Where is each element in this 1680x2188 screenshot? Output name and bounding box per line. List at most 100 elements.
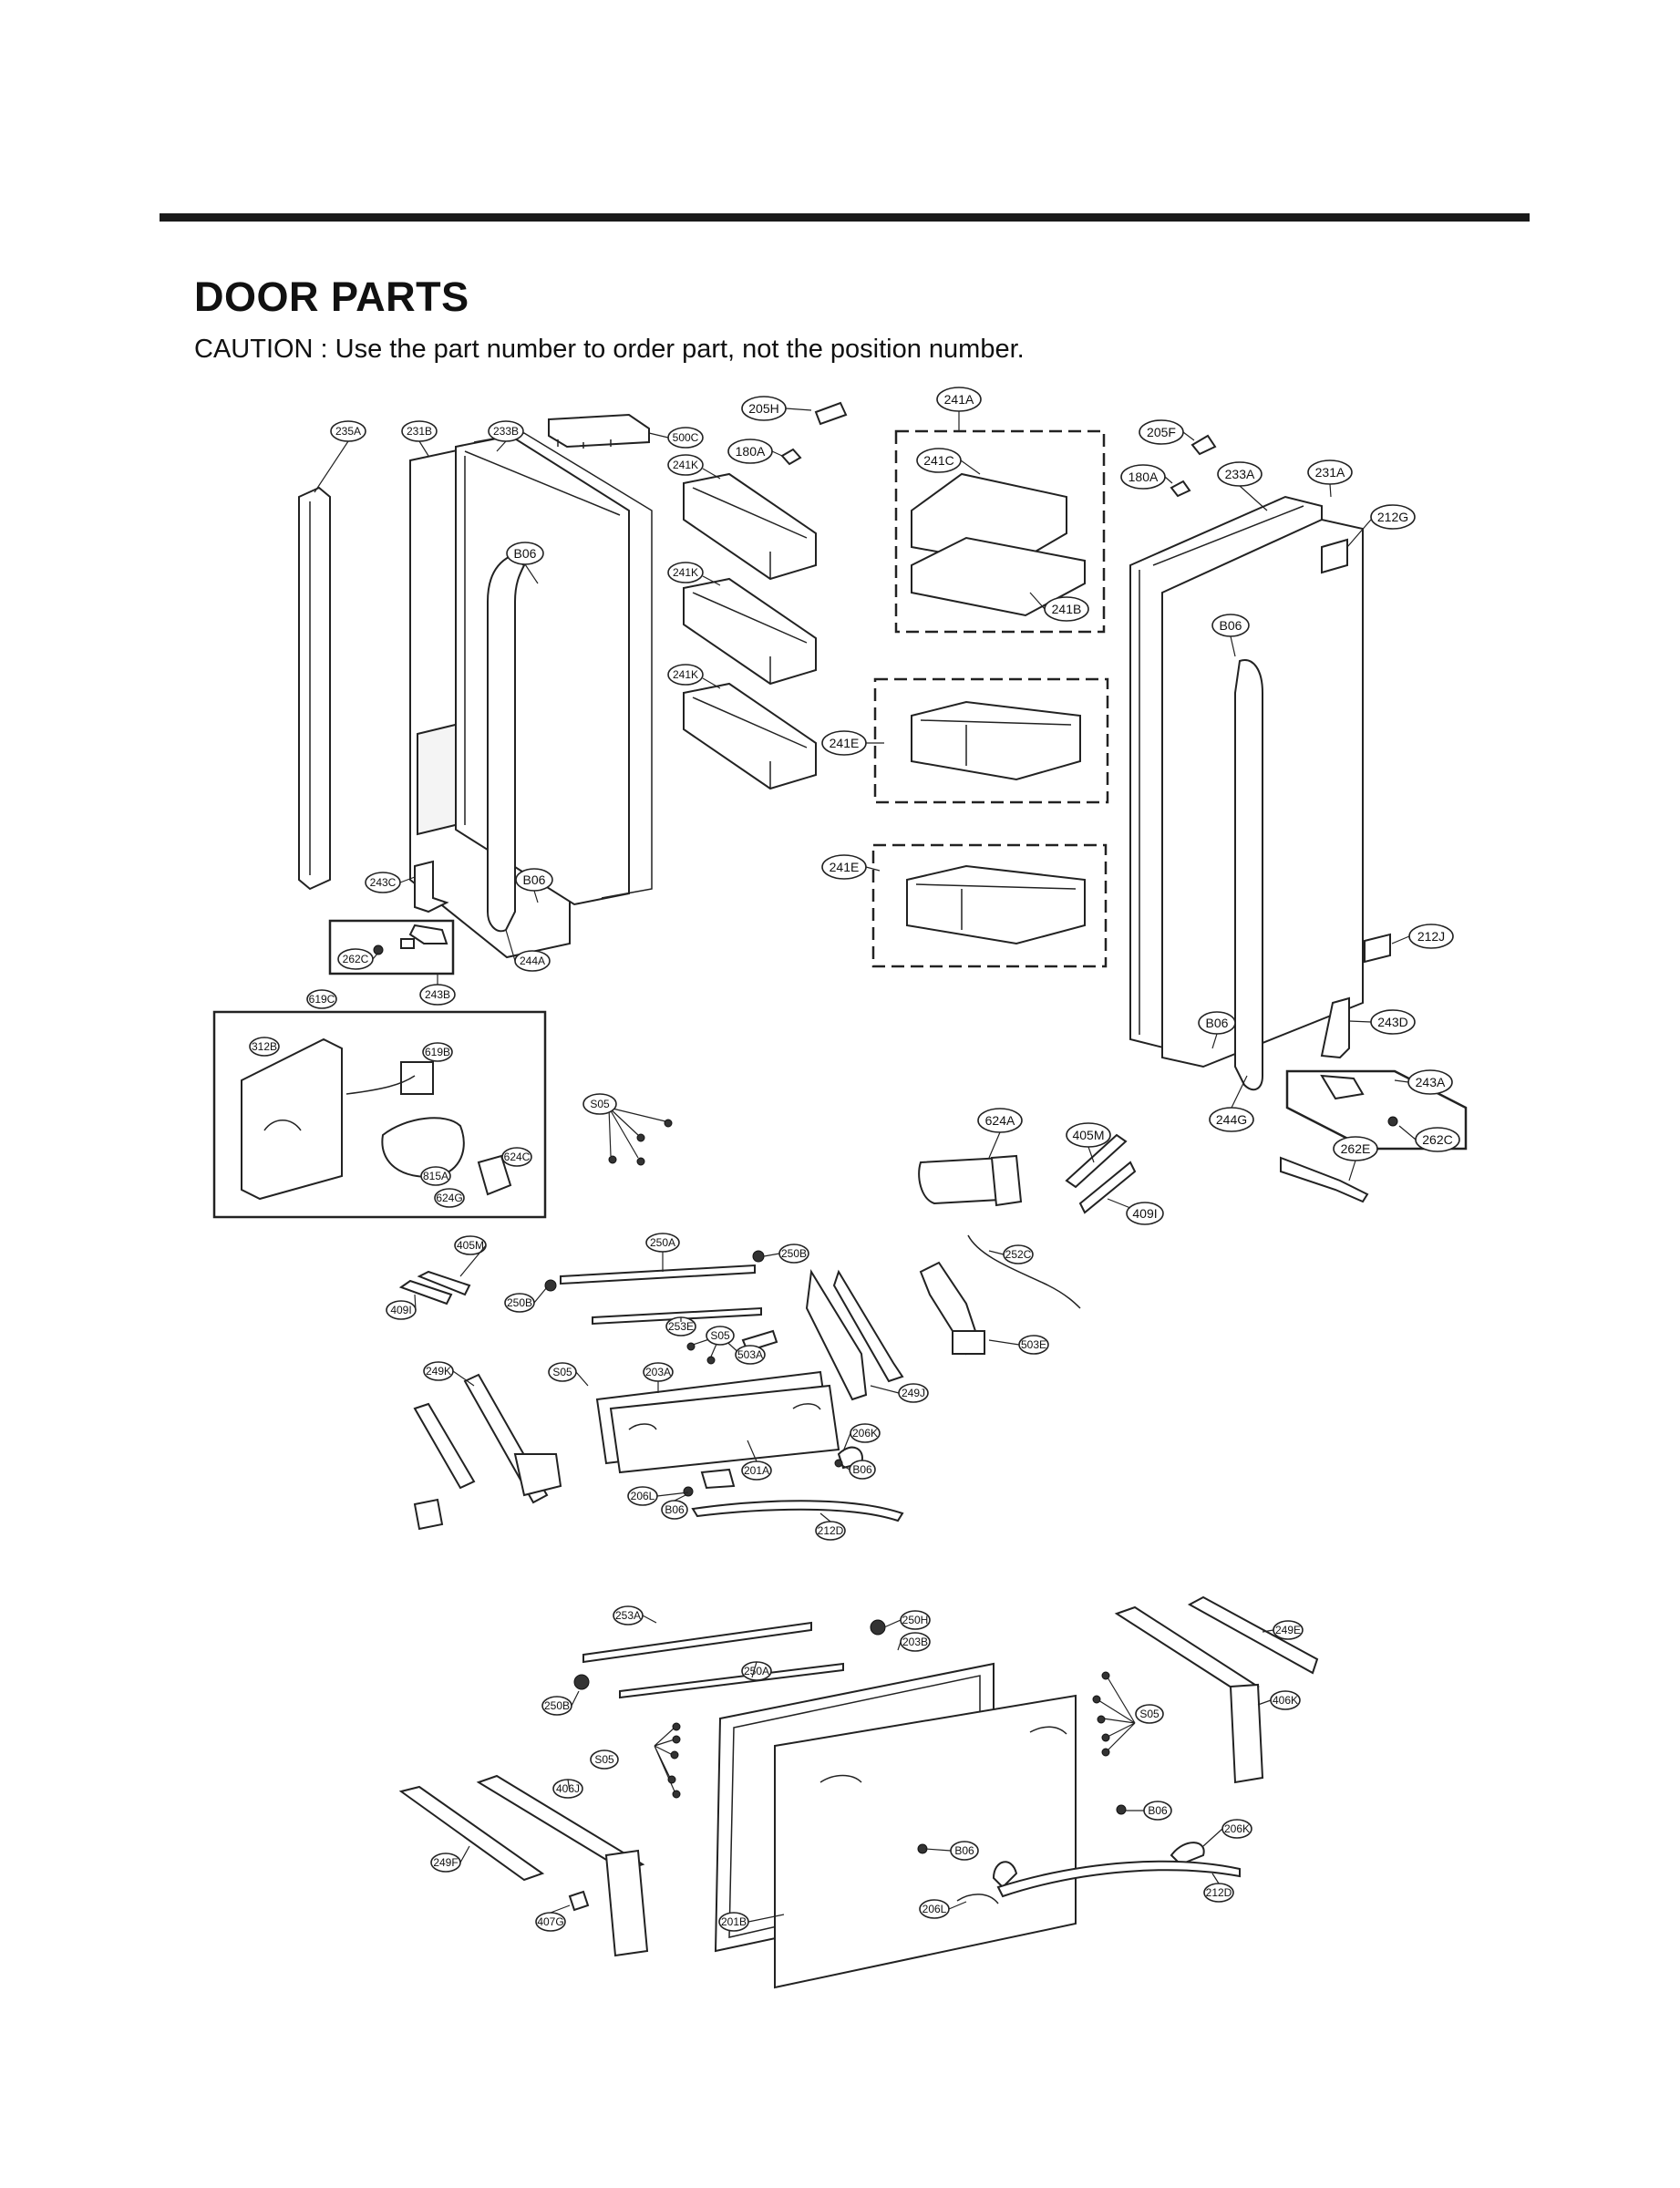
svg-text:405M: 405M (1072, 1128, 1104, 1142)
callout-231b: 231B (401, 420, 438, 442)
callout-253a: 253A (613, 1605, 644, 1626)
callout-231a: 231A (1307, 459, 1353, 485)
label-212j-part (1364, 933, 1391, 964)
callout-s05-1: S05 (582, 1093, 617, 1115)
filter-cover-405m-r (1065, 1133, 1137, 1214)
rail-249f-part (398, 1785, 545, 1882)
svg-text:241K: 241K (673, 459, 698, 471)
bracket-406j-part (604, 1849, 649, 1957)
callout-212g: 212G (1370, 504, 1416, 530)
cap-205f-part (1190, 434, 1217, 456)
callout-201b: 201B (718, 1912, 749, 1932)
hinge-group-box (328, 919, 455, 975)
hinge-group-box-right (1285, 1069, 1468, 1151)
callout-212d-1: 212D (815, 1521, 846, 1541)
svg-text:409I: 409I (390, 1304, 411, 1316)
svg-text:212D: 212D (818, 1524, 844, 1537)
svg-text:312B: 312B (252, 1040, 277, 1053)
middle-drawer-201a (595, 1370, 904, 1522)
callout-b06-left-2: B06 (515, 868, 553, 892)
filter-cover-405m-l (398, 1270, 471, 1306)
dispenser-housing-312b-part (241, 1037, 343, 1201)
callout-180a-right: 180A (1120, 464, 1166, 490)
callout-244g: 244G (1209, 1107, 1254, 1132)
callout-241e-1: 241E (821, 730, 867, 756)
callout-409i-left: 409I (386, 1300, 417, 1320)
callout-249j: 249J (898, 1383, 929, 1403)
callout-b06-bottom-1: B06 (950, 1841, 979, 1861)
svg-text:243B: 243B (425, 988, 450, 1001)
hinge-243c-part (414, 860, 449, 913)
svg-text:206L: 206L (631, 1490, 655, 1502)
door-bins-241k (683, 472, 817, 790)
right-handle-part (1234, 659, 1263, 1091)
svg-text:249J: 249J (902, 1387, 925, 1399)
left-door-assembly (298, 432, 653, 975)
callout-250b-3: 250B (541, 1696, 572, 1716)
svg-text:250A: 250A (744, 1665, 769, 1677)
callout-500c: 500C (667, 427, 704, 449)
svg-text:203B: 203B (902, 1636, 928, 1648)
svg-text:244G: 244G (1216, 1112, 1247, 1127)
callout-252c: 252C (1003, 1244, 1034, 1264)
callout-503e: 503E (1018, 1335, 1049, 1355)
label-212g-part (1321, 538, 1348, 574)
svg-text:619C: 619C (309, 993, 335, 1006)
callout-212d-2: 212D (1203, 1883, 1234, 1903)
callout-206l-1: 206L (627, 1486, 658, 1506)
callout-405m-right: 405M (1066, 1122, 1111, 1148)
svg-text:407G: 407G (537, 1915, 563, 1928)
svg-text:406J: 406J (556, 1782, 580, 1795)
drawer-front-201b-part (774, 1694, 1077, 1989)
svg-text:S05: S05 (1139, 1708, 1160, 1720)
svg-text:250A: 250A (650, 1236, 675, 1249)
callout-203a: 203A (643, 1362, 674, 1382)
svg-text:212G: 212G (1377, 510, 1408, 524)
rail-249e-part (1187, 1595, 1319, 1675)
callout-s05-4: S05 (590, 1749, 619, 1770)
callout-241a: 241A (936, 387, 982, 412)
right-door-assembly (1129, 434, 1468, 1203)
hinge-243b-part (408, 924, 448, 944)
svg-text:500C: 500C (673, 431, 699, 444)
dispenser-group-619c (212, 1010, 547, 1219)
callout-815a: 815A (420, 1166, 451, 1186)
callout-262e: 262E (1333, 1136, 1378, 1161)
rail-250a-part (619, 1662, 844, 1699)
callout-250a-1: 250A (645, 1233, 680, 1253)
callout-250a-2: 250A (741, 1661, 772, 1681)
callout-243d: 243D (1370, 1009, 1416, 1035)
svg-text:250H: 250H (902, 1614, 929, 1626)
svg-text:262C: 262C (343, 953, 369, 965)
svg-text:B06: B06 (514, 546, 537, 561)
cap-205h-part (814, 401, 848, 426)
rail-253a-part (582, 1621, 812, 1664)
callout-409i-right: 409I (1126, 1202, 1164, 1225)
valve-624c-part (477, 1154, 512, 1196)
svg-text:B06: B06 (954, 1844, 974, 1857)
rails-250a (544, 1250, 765, 1326)
leader-lines (314, 408, 1417, 1923)
door-cap-part (298, 486, 331, 891)
svg-text:206K: 206K (1224, 1822, 1250, 1835)
callout-206k-2: 206K (1221, 1819, 1252, 1839)
svg-text:B06: B06 (665, 1503, 685, 1516)
callout-253e: 253E (665, 1316, 696, 1337)
svg-text:233A: 233A (1225, 467, 1255, 481)
svg-text:241K: 241K (673, 668, 698, 681)
svg-text:252C: 252C (1005, 1248, 1032, 1261)
callout-b06-left-1: B06 (506, 542, 544, 565)
bin-241b-part (911, 536, 1086, 617)
callout-250b-2: 250B (504, 1293, 535, 1313)
bracket-406k-part (1229, 1683, 1264, 1784)
callout-b06-mid-2: B06 (661, 1500, 688, 1520)
svg-text:B06: B06 (523, 872, 546, 887)
callout-205h: 205H (741, 396, 787, 421)
stop-407g-part (568, 1890, 590, 1912)
page-title: DOOR PARTS (194, 274, 469, 320)
callout-b06-right-2: B06 (1198, 1011, 1236, 1035)
svg-text:503A: 503A (737, 1348, 763, 1361)
callout-243b: 243B (419, 984, 456, 1006)
callout-619c: 619C (306, 989, 337, 1009)
wrench-262e-part (1280, 1156, 1369, 1203)
